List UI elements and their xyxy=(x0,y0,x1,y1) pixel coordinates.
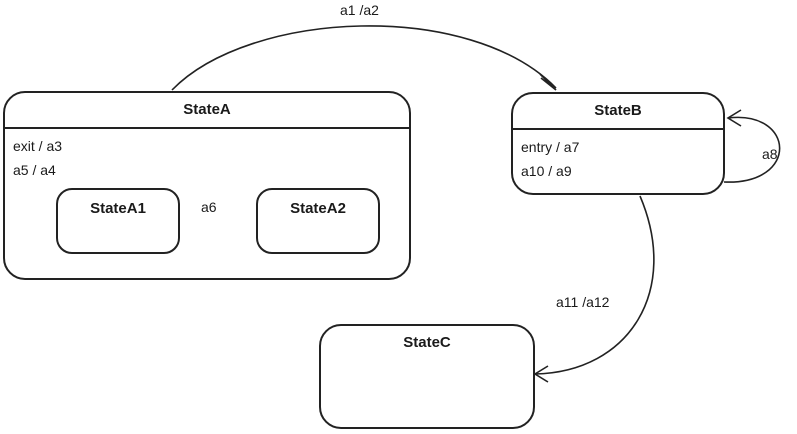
state-a1-title: StateA1 xyxy=(90,200,146,217)
state-a-divider xyxy=(5,127,409,129)
transition-a-to-b-arrow xyxy=(171,25,557,91)
state-a-action-exit: exit / a3 xyxy=(13,138,63,154)
state-b-title: StateB xyxy=(594,102,642,119)
state-a2-title: StateA2 xyxy=(290,200,346,217)
transition-b-self-label: a8 xyxy=(762,146,778,162)
state-b-action-entry: entry / a7 xyxy=(521,139,580,155)
arrowhead-b-self xyxy=(726,109,742,127)
transition-a-to-b-label: a1 /a2 xyxy=(340,2,379,18)
state-b-divider xyxy=(513,128,723,130)
state-a2: StateA2 xyxy=(256,188,380,254)
state-c-title: StateC xyxy=(403,334,451,351)
transition-b-to-c-arrow xyxy=(534,195,655,375)
state-a-title: StateA xyxy=(183,101,231,118)
state-a1: StateA1 xyxy=(56,188,180,254)
transition-b-to-c-label: a11 /a12 xyxy=(556,294,610,310)
state-b-action-a10: a10 / a9 xyxy=(521,163,572,179)
arrowhead-a-to-b xyxy=(539,73,557,91)
arrowhead-b-to-c xyxy=(533,365,549,383)
state-b: StateB entry / a7 a10 / a9 xyxy=(511,92,725,195)
state-a-action-a5: a5 / a4 xyxy=(13,162,56,178)
transition-b-self-arrow xyxy=(723,116,781,183)
transition-a1-to-a2-label: a6 xyxy=(201,199,217,215)
state-c: StateC xyxy=(319,324,535,429)
